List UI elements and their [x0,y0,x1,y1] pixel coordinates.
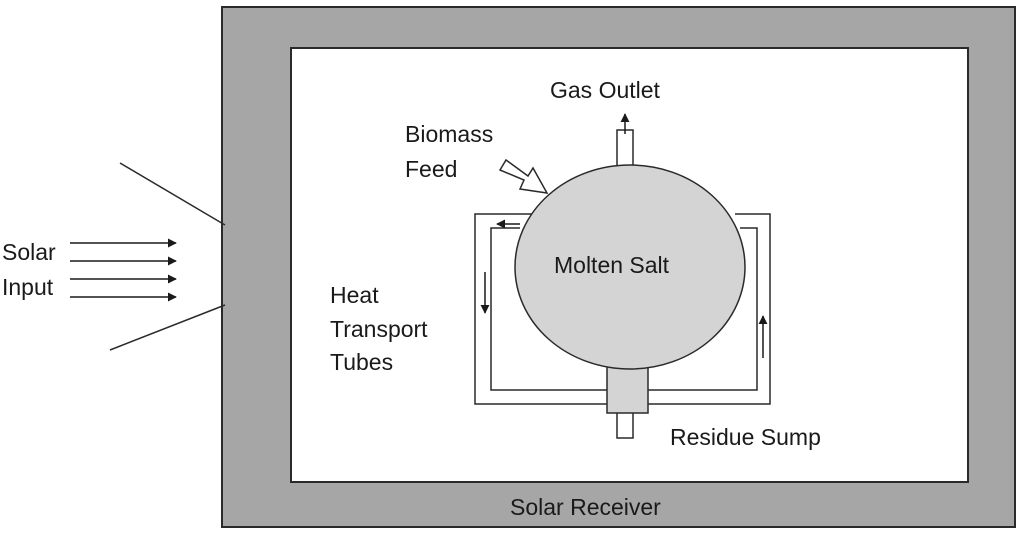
heat-transport-label-line1: Heat [330,282,379,308]
solar-input-label-line2: Input [2,274,54,300]
solar-input-arrows [70,238,177,302]
aperture-line-top [119,162,226,226]
molten-salt-vessel [514,164,746,370]
gas-outlet-label: Gas Outlet [550,77,661,103]
molten-salt-label: Molten Salt [554,252,670,278]
residue-sump-label: Residue Sump [670,424,821,450]
heat-transport-label-line2: Transport [330,316,428,342]
biomass-feed-arrow [498,158,549,194]
biomass-feed-label-line1: Biomass [405,121,493,147]
solar-receiver-label: Solar Receiver [510,494,661,520]
heat-transport-label-line3: Tubes [330,349,393,375]
biomass-feed-label-line2: Feed [405,156,457,182]
solar-input-label-line1: Solar [2,239,56,265]
aperture-line-bottom [109,304,226,351]
